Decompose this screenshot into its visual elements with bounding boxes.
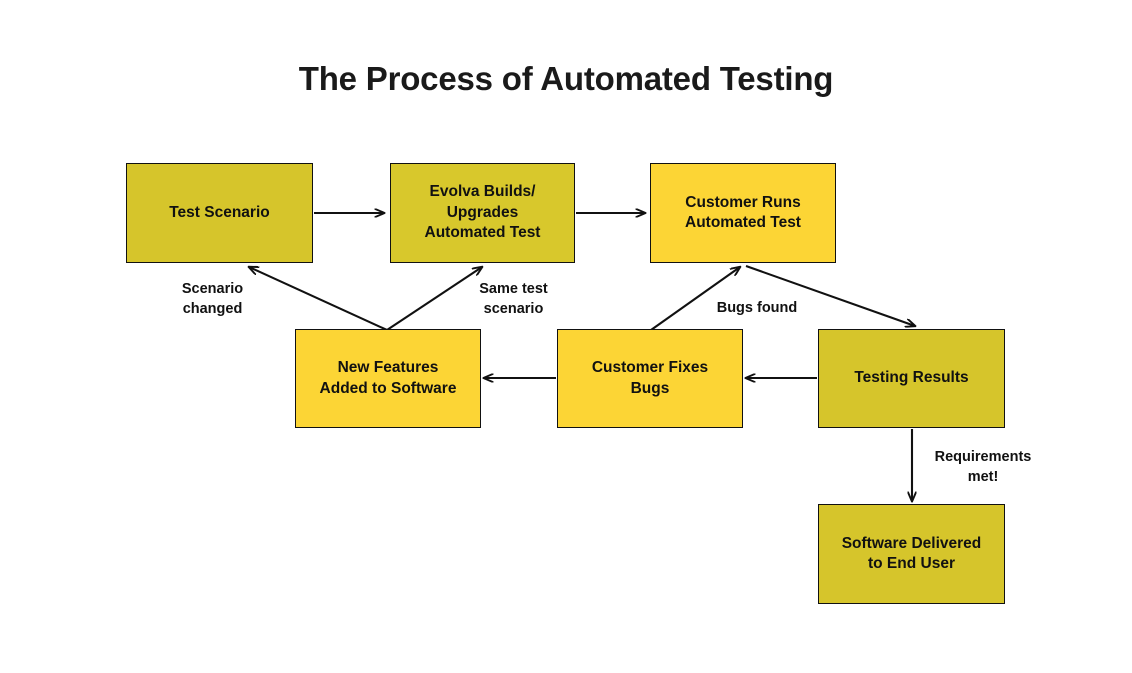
node-new-features-added[interactable]: New Features Added to Software (295, 329, 481, 428)
edge-label-scenario-changed: Scenario changed (181, 281, 244, 317)
node-label: Evolva Builds/ Upgrades Automated Test (424, 183, 541, 242)
node-label: Customer Fixes Bugs (591, 359, 709, 397)
page-title: The Process of Automated Testing (298, 60, 834, 97)
node-testing-results[interactable]: Testing Results (818, 329, 1005, 428)
edge-label-bugs-found: Bugs found (716, 300, 798, 316)
node-evolva-builds[interactable]: Evolva Builds/ Upgrades Automated Test (390, 163, 575, 263)
node-customer-fixes-bugs[interactable]: Customer Fixes Bugs (557, 329, 743, 428)
edge-label-same-test-scenario: Same test scenario (479, 281, 548, 317)
node-label: Testing Results (854, 369, 969, 387)
edge-new-features-to-test-scenario (249, 267, 388, 331)
node-label: New Features Added to Software (319, 359, 457, 397)
node-test-scenario[interactable]: Test Scenario (126, 163, 313, 263)
node-label: Software Delivered to End User (841, 534, 982, 572)
node-software-delivered[interactable]: Software Delivered to End User (818, 504, 1005, 604)
node-label: Customer Runs Automated Test (685, 193, 801, 231)
node-customer-runs-automated-test[interactable]: Customer Runs Automated Test (650, 163, 836, 263)
node-label: Test Scenario (169, 203, 270, 221)
edge-label-requirements-met: Requirements met! (934, 449, 1032, 485)
